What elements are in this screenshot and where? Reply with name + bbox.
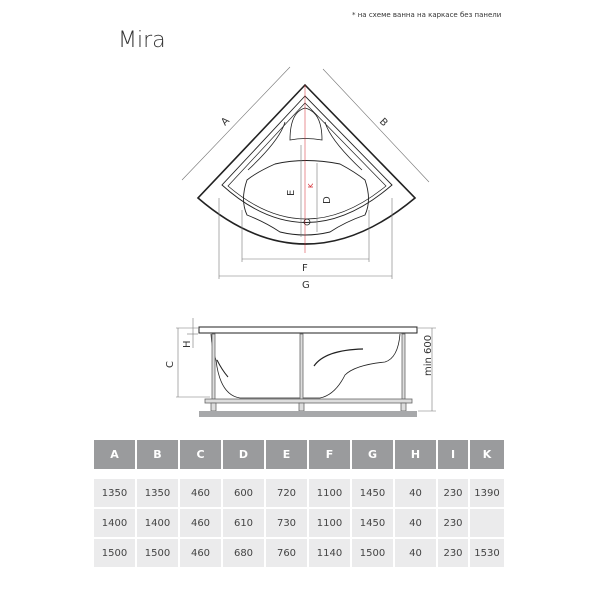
product-title: Mira xyxy=(118,28,166,53)
col-header: C xyxy=(180,440,221,469)
dim-label-h: H xyxy=(182,340,193,348)
col-header: E xyxy=(266,440,307,469)
table-cell: 1350 xyxy=(137,479,178,509)
table-cell: 1100 xyxy=(309,479,350,509)
table-cell: 680 xyxy=(223,539,264,569)
table-cell: 720 xyxy=(266,479,307,509)
table-cell: 730 xyxy=(266,509,307,539)
table-cell: 1100 xyxy=(309,509,350,539)
table-cell: 1450 xyxy=(352,479,393,509)
col-header: G xyxy=(352,440,393,469)
table-cell xyxy=(470,509,504,539)
dim-label-d: D xyxy=(322,196,333,204)
table-cell: 1390 xyxy=(470,479,504,509)
col-header: B xyxy=(137,440,178,469)
table-cell: 460 xyxy=(180,479,221,509)
table-cell: 1500 xyxy=(94,539,135,569)
table-cell: 610 xyxy=(223,509,264,539)
dim-label-a: A xyxy=(219,115,232,128)
dim-label-k: K xyxy=(307,183,315,188)
table-cell: 460 xyxy=(180,509,221,539)
col-header: K xyxy=(470,440,504,469)
table-cell: 760 xyxy=(266,539,307,569)
table-cell: 40 xyxy=(395,539,436,569)
col-header: A xyxy=(94,440,135,469)
dim-label-min-height: min 600 xyxy=(423,335,434,376)
table-cell: 1350 xyxy=(94,479,135,509)
col-header: I xyxy=(438,440,468,469)
col-header: H xyxy=(395,440,436,469)
dim-label-g: G xyxy=(302,280,310,291)
table-cell: 230 xyxy=(438,509,468,539)
col-header: D xyxy=(223,440,264,469)
table-cell: 1140 xyxy=(309,539,350,569)
table-cell: 1530 xyxy=(470,539,504,569)
table-cell: 1500 xyxy=(352,539,393,569)
dim-label-f: F xyxy=(302,263,308,274)
table-header-row: A B C D E F G H I K xyxy=(94,440,504,469)
dim-label-b: B xyxy=(377,116,390,129)
table-cell: 40 xyxy=(395,509,436,539)
table-cell: 230 xyxy=(438,539,468,569)
col-header: F xyxy=(309,440,350,469)
table-cell: 1400 xyxy=(94,509,135,539)
table-cell: 460 xyxy=(180,539,221,569)
footnote: * на схеме ванна на каркасе без панели xyxy=(352,11,502,19)
top-view-drawing xyxy=(181,66,430,279)
dim-label-e: E xyxy=(286,190,297,196)
table-cell: 40 xyxy=(395,479,436,509)
table-cell: 600 xyxy=(223,479,264,509)
table-cell: 1500 xyxy=(137,539,178,569)
table-cell: 1450 xyxy=(352,509,393,539)
table-cell: 1400 xyxy=(137,509,178,539)
dim-label-c: C xyxy=(165,361,176,368)
side-view-drawing xyxy=(176,318,436,417)
table-cell: 230 xyxy=(438,479,468,509)
